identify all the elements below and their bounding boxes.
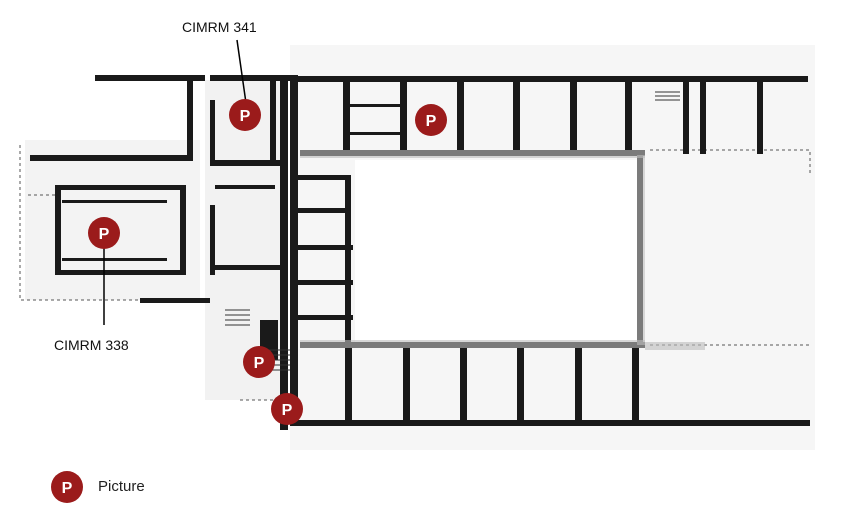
callout-cimrm-341: CIMRM 341 <box>182 19 257 35</box>
walls <box>30 75 810 430</box>
legend-label: Picture <box>98 478 145 495</box>
picture-marker-entrance[interactable]: P <box>271 393 303 425</box>
svg-text:P: P <box>426 113 437 130</box>
picture-markers: P P P P P <box>88 99 447 425</box>
callout-leaders <box>103 39 247 325</box>
svg-text:P: P <box>240 108 251 125</box>
svg-text:P: P <box>254 355 265 372</box>
svg-text:P: P <box>62 480 73 497</box>
callout-cimrm-338: CIMRM 338 <box>54 337 129 353</box>
picture-marker-top-room[interactable]: P <box>415 104 447 136</box>
leader-cimrm-341 <box>236 39 247 104</box>
floor-fill <box>25 45 815 450</box>
picture-marker-cimrm-338[interactable]: P <box>88 217 120 249</box>
svg-text:P: P <box>99 226 110 243</box>
svg-text:P: P <box>282 402 293 419</box>
picture-marker-stairs[interactable]: P <box>243 346 275 378</box>
hatched-areas <box>300 150 705 350</box>
picture-marker-cimrm-341[interactable]: P <box>229 99 261 131</box>
legend-marker-icon: P <box>51 471 83 503</box>
